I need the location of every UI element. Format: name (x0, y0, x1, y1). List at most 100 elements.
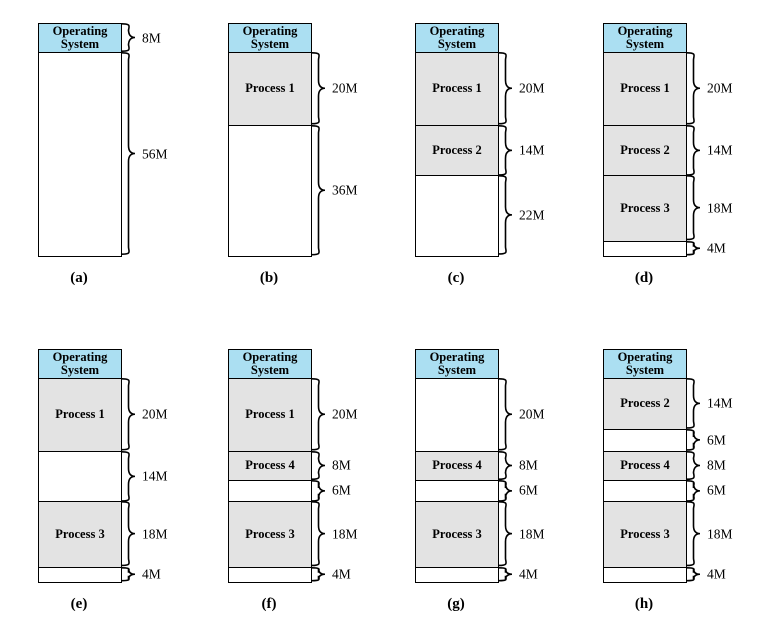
size-label: 6M (332, 482, 351, 498)
brace (498, 175, 513, 255)
size-label: 4M (142, 566, 161, 581)
brace (686, 450, 701, 480)
segment-label: Process 3 (245, 526, 295, 541)
diagram-label: (d) (634, 270, 654, 286)
size-label: 8M (519, 457, 538, 473)
free-block (416, 176, 498, 256)
brace (498, 501, 513, 567)
segment-label: Process 3 (432, 526, 482, 541)
brace (121, 450, 136, 502)
process-block-process-2: Process 2 (416, 125, 498, 177)
segment-label: Operating System (242, 24, 298, 51)
os-block: Operating System (604, 24, 686, 53)
os-block: Operating System (229, 350, 311, 379)
free-block (604, 480, 686, 503)
size-label: 4M (332, 566, 351, 581)
free-block (604, 567, 686, 582)
brace (498, 124, 513, 176)
size-label: 8M (707, 457, 726, 473)
segment-label: Process 3 (620, 526, 670, 541)
brace (121, 501, 136, 567)
size-label: 22M (519, 207, 545, 223)
brace (311, 450, 326, 480)
brace (686, 240, 701, 255)
process-block-process-1: Process 1 (229, 53, 311, 126)
process-block-process-4: Process 4 (229, 451, 311, 481)
segment-label: Process 3 (620, 200, 670, 215)
free-block (229, 567, 311, 582)
brace (686, 124, 701, 176)
brace (121, 52, 136, 255)
free-block (416, 480, 498, 503)
brace (311, 501, 326, 567)
size-label: 14M (519, 142, 545, 158)
segment-label: Operating System (617, 24, 673, 51)
free-block (39, 53, 121, 256)
free-block (604, 429, 686, 452)
process-block-process-3: Process 3 (416, 502, 498, 568)
free-block (229, 125, 311, 256)
diagram-label: (c) (447, 270, 465, 286)
process-block-process-2: Process 2 (604, 379, 686, 430)
diagram-label: (f) (261, 596, 277, 612)
size-label: 56M (142, 145, 168, 161)
brace (121, 23, 136, 52)
segment-label: Process 4 (620, 457, 670, 472)
process-block-process-1: Process 1 (39, 379, 121, 452)
free-block (39, 451, 121, 503)
os-block: Operating System (416, 24, 498, 53)
size-label: 8M (142, 29, 161, 45)
size-label: 18M (707, 200, 733, 216)
process-block-process-4: Process 4 (604, 451, 686, 481)
diagram-label: (a) (70, 270, 88, 286)
size-label: 8M (332, 457, 351, 473)
brace (686, 479, 701, 502)
segment-label: Operating System (429, 24, 485, 51)
size-label: 4M (519, 566, 538, 581)
free-block (604, 241, 686, 256)
segment-label: Process 4 (432, 457, 482, 472)
brace (686, 52, 701, 125)
os-block: Operating System (416, 350, 498, 379)
size-label: 20M (707, 80, 733, 96)
process-block-process-4: Process 4 (416, 451, 498, 481)
segment-label: Operating System (52, 350, 108, 377)
brace (311, 378, 326, 451)
brace (311, 479, 326, 502)
size-label: 36M (332, 182, 358, 197)
brace (686, 566, 701, 581)
diagram-label: (b) (259, 270, 279, 286)
size-label: 14M (142, 468, 168, 484)
os-block: Operating System (39, 350, 121, 379)
size-label: 6M (707, 431, 726, 447)
process-block-process-3: Process 3 (39, 502, 121, 568)
brace (311, 566, 326, 581)
diagram-label: (g) (447, 596, 465, 612)
size-label: 20M (519, 406, 545, 422)
size-label: 14M (707, 395, 733, 411)
free-block (416, 379, 498, 452)
brace (121, 566, 136, 581)
brace (498, 378, 513, 451)
segment-label: Process 1 (245, 81, 295, 95)
free-block (39, 567, 121, 582)
os-block: Operating System (229, 24, 311, 53)
brace (498, 52, 513, 125)
segment-label: Process 1 (620, 81, 670, 95)
size-label: 18M (142, 526, 168, 542)
segment-label: Operating System (617, 350, 673, 377)
size-label: 20M (519, 80, 545, 96)
size-label: 18M (519, 526, 545, 542)
segment-label: Process 4 (245, 457, 295, 472)
segment-label: Process 1 (245, 407, 295, 421)
process-block-process-3: Process 3 (229, 502, 311, 568)
